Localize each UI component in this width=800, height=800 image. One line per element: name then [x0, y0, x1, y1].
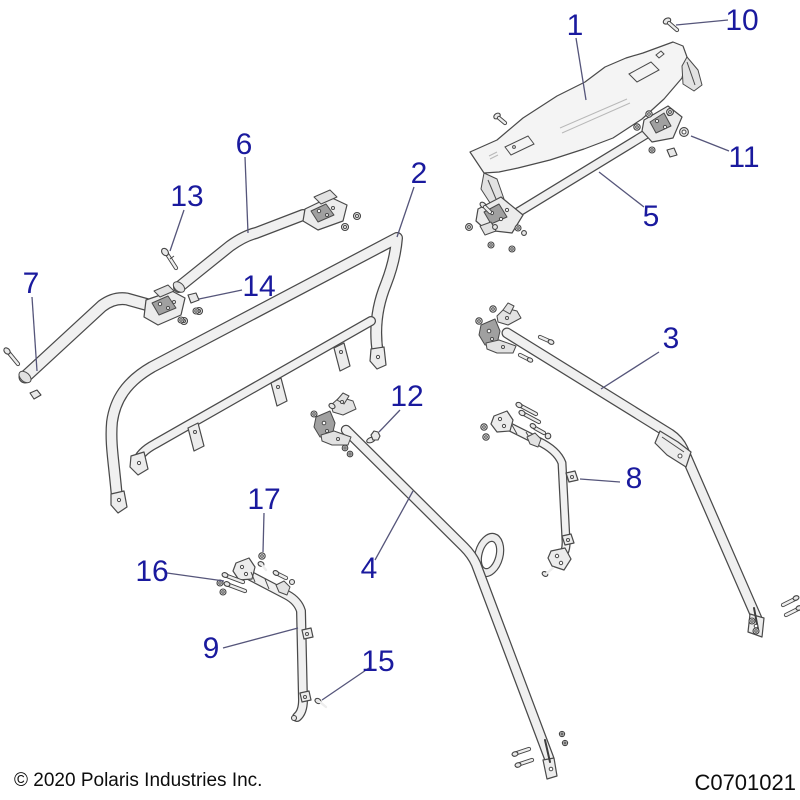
part-9-tube: [232, 557, 314, 722]
callout-labels: 1 2 3 4 5 6 7 8 9 10 11 12 13 14 15 16 1…: [23, 4, 760, 678]
part-14-spacer: [177, 292, 200, 324]
part-11-nut: [679, 127, 689, 137]
leader-6: [244, 156, 249, 234]
leader-17: [262, 512, 265, 553]
reference-code: C0701021: [694, 770, 796, 795]
callout-8: 8: [626, 462, 643, 495]
callout-14: 14: [242, 270, 275, 303]
leader-3: [600, 351, 660, 390]
callout-5: 5: [643, 200, 660, 233]
leader-16: [166, 572, 225, 582]
leader-12: [378, 409, 401, 433]
part-1-panel: [469, 41, 703, 207]
part-4-tube: [310, 392, 569, 780]
callout-11: 11: [728, 141, 759, 174]
callout-16: 16: [135, 555, 168, 588]
callout-2: 2: [411, 157, 428, 190]
callout-3: 3: [663, 322, 680, 355]
callout-13: 13: [170, 180, 203, 213]
leader-8: [579, 478, 621, 483]
callout-17: 17: [247, 483, 280, 516]
part-5-cross-tube: [475, 105, 683, 236]
leader-5: [598, 171, 645, 208]
copyright-text: © 2020 Polaris Industries Inc.: [14, 770, 262, 791]
part-3-tube: [475, 302, 800, 638]
leader-lines: [31, 19, 730, 701]
callout-6: 6: [236, 128, 253, 161]
leader-7: [31, 296, 38, 372]
leader-1: [575, 37, 587, 101]
callout-4: 4: [361, 552, 378, 585]
leader-10: [675, 19, 729, 26]
part-17-fastener: [257, 552, 268, 572]
leader-14: [198, 289, 243, 300]
leader-13: [169, 209, 185, 252]
leader-2: [396, 186, 415, 238]
part-10-screw: [662, 17, 680, 33]
leader-9: [222, 627, 299, 649]
part-6-tube: [172, 189, 362, 293]
callout-1: 1: [567, 9, 584, 42]
leader-4: [374, 490, 414, 561]
part-16-pins: [216, 572, 248, 596]
leader-11: [690, 135, 730, 152]
callout-15: 15: [361, 645, 394, 678]
part-12-bolt: [366, 430, 381, 444]
callout-9: 9: [203, 632, 220, 665]
callout-7: 7: [23, 267, 40, 300]
part-15-screw: [314, 697, 328, 709]
part-13-bolt: [161, 247, 179, 271]
part-7-tube: [3, 284, 204, 400]
leader-15: [321, 667, 370, 701]
part-5-fasteners: [465, 108, 678, 253]
part-2-main-hoop: [105, 232, 403, 514]
callout-12: 12: [390, 380, 423, 413]
callout-10: 10: [725, 4, 758, 37]
part-8-tube: [480, 401, 579, 577]
